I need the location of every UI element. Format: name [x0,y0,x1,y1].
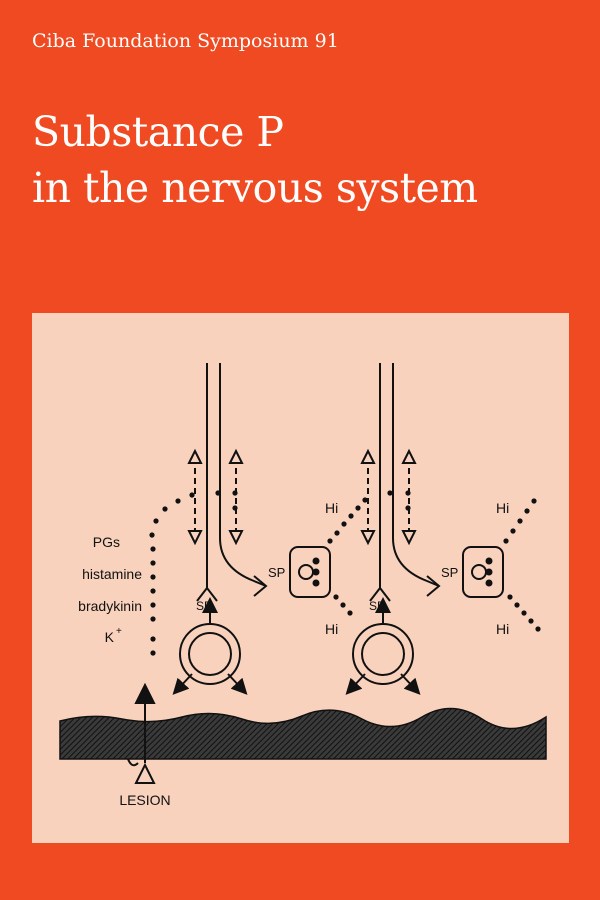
series-title: Ciba Foundation Symposium 91 [32,30,339,52]
label-lesion: LESION [119,792,170,808]
book-title: Substance P in the nervous system [32,104,478,216]
lesion-marker [127,682,156,784]
label-hi-1: Hi [325,500,338,516]
label-hi-4: Hi [496,621,509,637]
label-sp-right-vessel: SP [441,565,458,580]
label-sp-right-terminal: SP [369,599,385,613]
label-potassium: K [105,629,115,645]
title-line-2: in the nervous system [32,164,478,212]
label-hi-2: Hi [325,621,338,637]
label-hi-3: Hi [496,500,509,516]
label-bradykinin: bradykinin [78,598,142,614]
neuron-right [345,363,504,695]
label-histamine: histamine [82,566,142,582]
cover-illustration: PGs histamine bradykinin K + SP SP SP SP… [32,313,569,843]
label-sp-left-terminal: SP [196,599,212,613]
substance-p-diagram: PGs histamine bradykinin K + SP SP SP SP… [59,363,547,808]
label-sp-left-vessel: SP [268,565,285,580]
mediator-dots-left [149,490,353,656]
label-pgs: PGs [93,534,120,550]
skin-layer [59,707,547,760]
label-potassium-sup: + [116,626,122,637]
title-line-1: Substance P [32,108,284,156]
histamine-dots [327,490,541,632]
neuron-left [172,363,331,695]
